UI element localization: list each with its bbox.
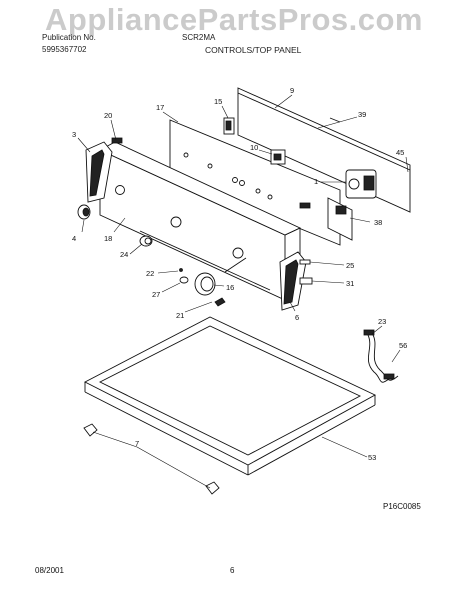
end-cap-left [85, 141, 113, 203]
callout-label: 15 [214, 97, 222, 106]
knob [139, 235, 153, 247]
bracket [327, 197, 353, 241]
shaft [224, 257, 247, 273]
clip [299, 277, 313, 285]
callout-label: 16 [226, 283, 234, 292]
section-title: CONTROLS/TOP PANEL [205, 45, 302, 55]
page-number: 6 [230, 566, 235, 575]
callout-label: 53 [368, 453, 376, 462]
callout-label: 10 [250, 143, 258, 152]
callout-label: 23 [378, 317, 386, 326]
knob [77, 204, 91, 220]
callout-label: 27 [152, 290, 160, 299]
callout-label: 7 [135, 439, 139, 448]
callout-labels: 9 39 15 17 20 3 10 45 1 4 18 24 38 22 27… [72, 86, 407, 462]
knob [194, 272, 216, 296]
publication-label: Publication No. [42, 33, 96, 42]
callout-label: 1 [314, 177, 318, 186]
switch [270, 149, 286, 165]
timer [345, 169, 377, 199]
callout-label: 22 [146, 269, 154, 278]
backsplash-frame [169, 119, 341, 246]
hinge [83, 423, 220, 495]
callout-label: 39 [358, 110, 366, 119]
wire-harness [363, 329, 399, 383]
figure-id: P16C0085 [383, 502, 421, 511]
top-panel [84, 316, 376, 476]
callout-label: 18 [104, 234, 112, 243]
callout-label: 56 [399, 341, 407, 350]
callout-label: 4 [72, 234, 76, 243]
watermark: AppliancePartsPros.com [45, 2, 423, 37]
callout-label: 6 [295, 313, 299, 322]
end-cap-right [279, 251, 307, 311]
callout-label: 38 [374, 218, 382, 227]
footer-date: 08/2001 [35, 566, 64, 575]
callout-label: 21 [176, 311, 184, 320]
callout-label: 45 [396, 148, 404, 157]
callout-label: 31 [346, 279, 354, 288]
clip [111, 137, 123, 144]
switch [223, 117, 235, 135]
callout-label: 25 [346, 261, 354, 270]
leader-lines [77, 94, 409, 489]
publication-number: 5995367702 [42, 45, 87, 54]
callout-label: 20 [104, 111, 112, 120]
callout-label: 17 [156, 103, 164, 112]
clip [214, 297, 226, 307]
clip [299, 259, 311, 265]
spring [179, 276, 189, 284]
model-number: SCR2MA [182, 33, 216, 42]
callout-label: 24 [120, 250, 128, 259]
callout-label: 9 [290, 86, 294, 95]
callout-label: 3 [72, 130, 76, 139]
screw [179, 268, 183, 272]
